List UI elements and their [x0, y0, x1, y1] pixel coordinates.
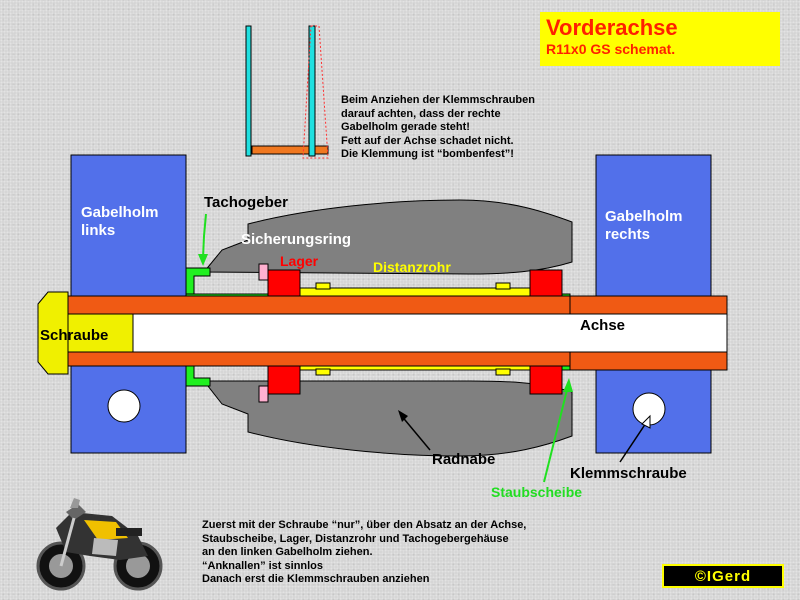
label-klemmschraube: Klemmschraube	[570, 465, 687, 482]
label-lager: Lager	[280, 253, 319, 269]
bearing-right-top	[529, 269, 563, 301]
arrow-staubscheibe-head	[563, 378, 573, 392]
label-gabelholm-rechts-1: Gabelholm	[605, 208, 683, 225]
label-achse: Achse	[580, 317, 625, 334]
axle-bolt-shank	[67, 313, 134, 353]
spacer-tube-bottom-flange-right	[495, 368, 511, 376]
label-gabelholm-rechts-2: rechts	[605, 226, 650, 243]
label-tachogeber: Tachogeber	[204, 194, 288, 211]
arrow-radnabe-head	[398, 410, 408, 422]
label-staubscheibe: Staubscheibe	[491, 484, 582, 500]
fork-leg-left-hole	[107, 389, 141, 423]
pointer-arrows	[398, 410, 651, 463]
axle-bore	[132, 313, 728, 353]
axle-step-right	[569, 295, 728, 315]
arrow-klemmschraube-head	[641, 414, 651, 429]
diagram-subtitle: R11x0 GS schemat.	[546, 41, 676, 57]
axle-step-right-lower	[569, 351, 728, 371]
circlip-bottom	[258, 385, 269, 403]
arrow-klemmschraube	[619, 419, 649, 463]
copyright-badge: ©IGerd	[662, 564, 784, 588]
label-sicherungsring: Sicherungsring	[241, 231, 351, 248]
wheel-hub-bottom	[202, 380, 573, 457]
label-radnabe: Radnabe	[432, 451, 495, 468]
arrow-tachogeber-head	[198, 254, 208, 266]
spacer-tube-bottom-flange-left	[315, 368, 331, 376]
axle-bolt-head	[37, 291, 69, 375]
title-box: Vorderachse R11x0 GS schemat.	[540, 12, 780, 66]
motorcycle-illustration	[36, 498, 163, 591]
spacer-tube-top-flange-right	[495, 282, 511, 290]
note-assembly: Zuerst mit der Schraube “nur”, über den …	[202, 519, 527, 586]
label-distanzrohr: Distanzrohr	[373, 259, 451, 275]
note-tightening: Beim Anziehen der Klemmschrauben darauf …	[341, 94, 535, 161]
arrow-tachogeber	[202, 213, 207, 259]
label-gabelholm-links-1: Gabelholm	[81, 204, 159, 221]
diagram-title: Vorderachse	[546, 15, 678, 40]
spacer-tube-top-flange-left	[315, 282, 331, 290]
speedo-drive-top	[185, 267, 211, 297]
bearing-left-top	[267, 269, 301, 301]
label-schraube: Schraube	[40, 327, 108, 344]
green-pointer-arrows	[198, 213, 573, 483]
wheel-hub-top	[202, 199, 573, 275]
circlip-top	[258, 263, 269, 281]
label-gabelholm-links-2: links	[81, 222, 115, 239]
arrow-radnabe	[399, 413, 431, 451]
fork-alignment-sketch	[245, 25, 329, 159]
arrow-staubscheibe	[543, 385, 569, 483]
